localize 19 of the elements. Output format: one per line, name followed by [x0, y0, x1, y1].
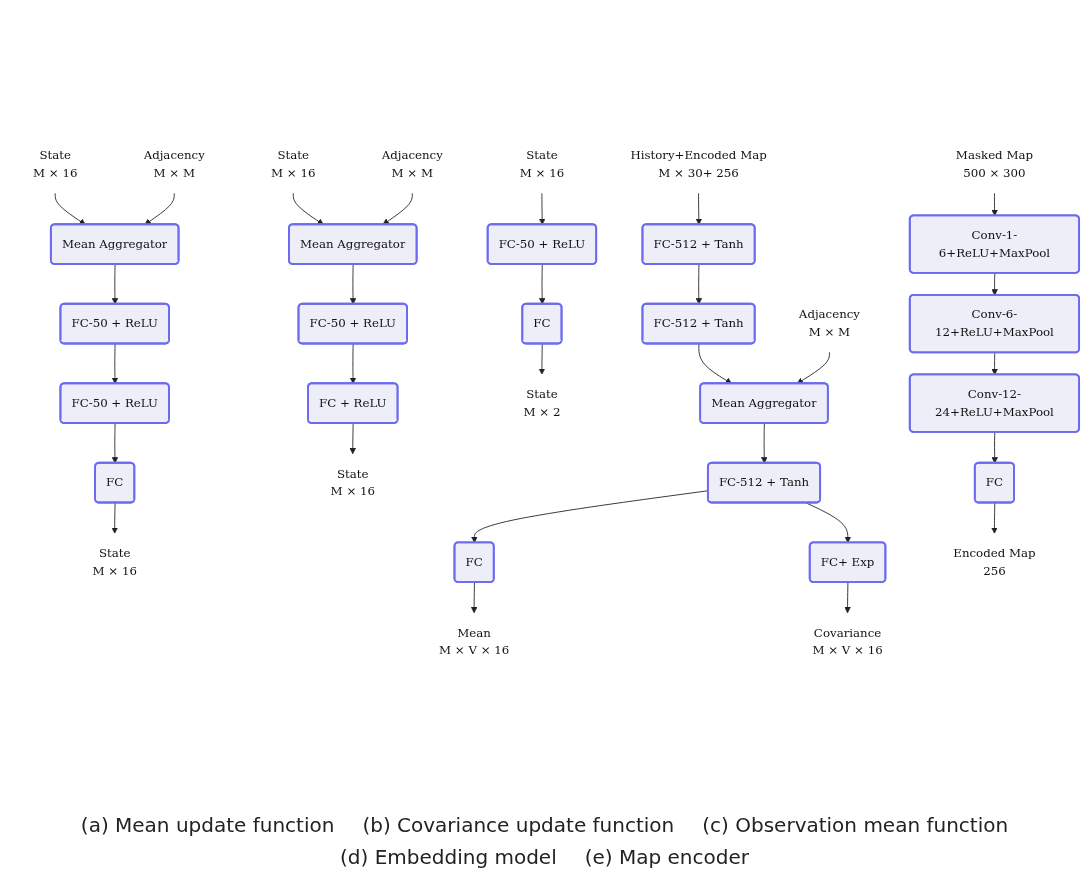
- node-text: State M × 16: [519, 148, 564, 181]
- figure-caption: (b) Covariance update function: [362, 813, 675, 837]
- node-text: Adjacency M × M: [798, 307, 860, 340]
- node-text: State M × 16: [270, 148, 315, 181]
- node-text: State M × 2: [522, 387, 560, 419]
- node-text: Adjacency M × M: [381, 148, 443, 181]
- node-text: Mean M × V × 16: [438, 625, 509, 658]
- node-text: State M × 16: [330, 466, 375, 499]
- figure-caption: (a) Mean update function: [80, 813, 335, 837]
- node-text: Masked Map 500 × 300: [955, 148, 1033, 181]
- figure-caption: (e) Map encoder: [584, 845, 749, 869]
- node-text: Adjacency M × M: [143, 148, 205, 181]
- node-text: Encoded Map 256: [952, 546, 1036, 578]
- node-text: History+Encoded Map M × 30+ 256: [629, 148, 767, 181]
- node-text: State M × 16: [32, 148, 77, 181]
- node-text: State M × 16: [92, 546, 137, 578]
- node-text: Covariance M × V × 16: [811, 625, 883, 658]
- figure-caption: (d) Embedding model: [340, 845, 557, 869]
- figure-caption: (c) Observation mean function: [702, 813, 1009, 837]
